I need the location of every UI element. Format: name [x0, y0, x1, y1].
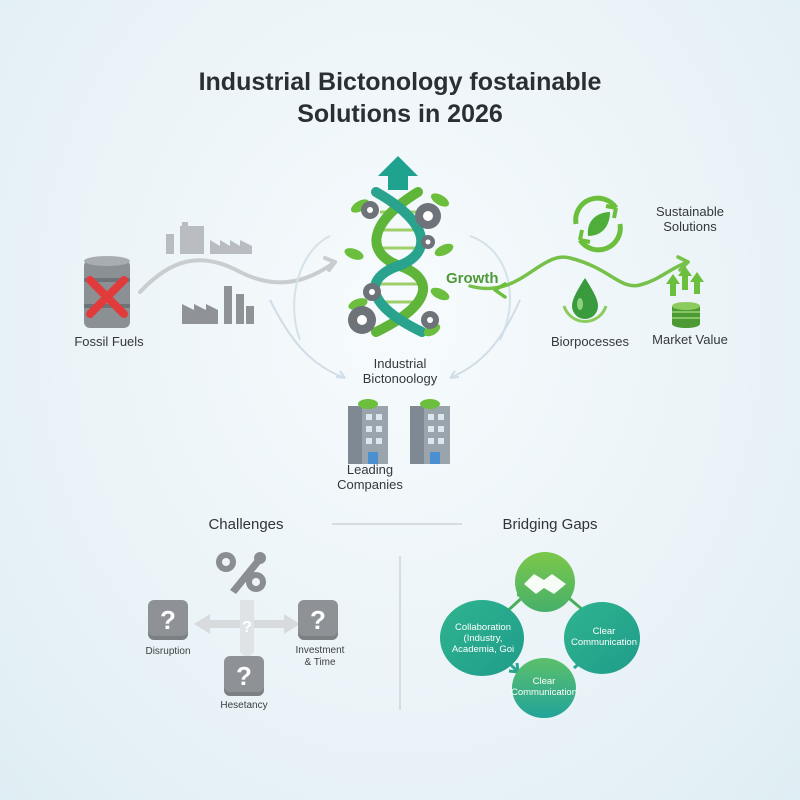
droplet-icon	[562, 278, 608, 323]
clear-communication-bottom-text: Clear Communication	[508, 676, 580, 698]
clear-right-line-1: Clear	[592, 626, 616, 637]
industrial-line-1: Industrial	[373, 356, 427, 371]
investment-line-2: & Time	[304, 657, 336, 668]
page-title: Industrial Bictonology fostainable Solut…	[0, 66, 800, 130]
leading-line-2: Companies	[337, 477, 403, 492]
dna-helix-icon	[344, 156, 454, 337]
investment-question-icon: ?	[298, 600, 338, 640]
disruption-question-icon: ?	[148, 600, 188, 640]
sustainable-solutions-label: Sustainable Solutions	[640, 204, 740, 234]
growth-label: Growth	[446, 270, 499, 287]
collaboration-text: Collaboration (Industry, Academia, Goi	[444, 622, 522, 655]
disruption-label: Disruption	[145, 646, 191, 657]
investment-line-1: Investment	[295, 645, 345, 656]
oil-barrel-icon	[84, 256, 130, 328]
cross-arrows-icon: ?	[194, 600, 300, 658]
sustainable-line-2: Solutions	[663, 219, 717, 234]
clear-communication-right-text: Clear Communication	[566, 626, 642, 648]
recycle-leaf-icon	[573, 195, 623, 253]
title-line-1: Industrial Bictonology fostainable	[198, 68, 602, 96]
sustainable-line-1: Sustainable	[656, 204, 724, 219]
building-icon	[348, 399, 450, 464]
hesitancy-label: Hesetancy	[220, 700, 268, 711]
clear-right-line-2: Communication	[571, 637, 637, 648]
hesitancy-question-icon: ?	[224, 656, 264, 696]
clear-bottom-line-2: Communication	[511, 687, 577, 698]
industrial-biotech-label: Industrial Bictonoology	[340, 356, 460, 386]
collab-line-2: (Industry,	[463, 633, 503, 644]
clear-bottom-line-1: Clear	[532, 676, 556, 687]
collab-line-3: Academia, Goi	[451, 644, 515, 655]
bridging-gaps-cycle	[440, 552, 640, 718]
fossil-fuels-label: Fossil Fuels	[74, 334, 144, 349]
leading-companies-label: Leading Companies	[320, 462, 420, 492]
title-line-2: Solutions in 2026	[297, 100, 503, 128]
investment-time-label: Investment & Time	[280, 645, 360, 669]
market-value-label: Market Value	[652, 332, 728, 347]
collab-line-1: Collaboration	[455, 622, 511, 633]
bioprocesses-label: Biorpocesses	[550, 334, 630, 349]
gear-wrench-icon	[216, 552, 266, 594]
bridging-gaps-heading: Bridging Gaps	[502, 516, 598, 533]
factory-icon	[166, 222, 252, 254]
factory-icon	[182, 286, 254, 324]
industrial-line-2: Bictonoology	[362, 371, 438, 386]
challenges-heading: Challenges	[208, 516, 284, 533]
center-question-mark: ?	[242, 619, 252, 636]
market-value-icon	[666, 266, 704, 328]
leading-line-1: Leading	[346, 462, 394, 477]
